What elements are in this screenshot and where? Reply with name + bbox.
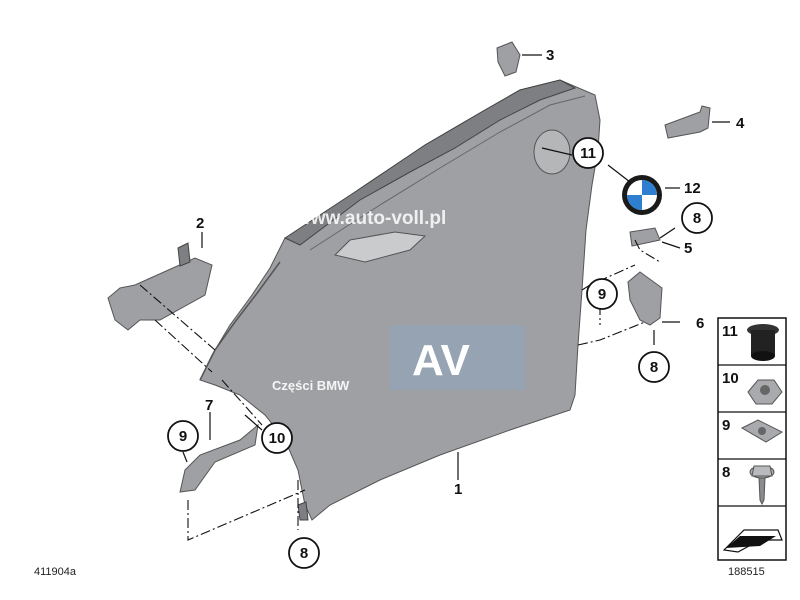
legend-label-10: 10 <box>722 370 739 387</box>
svg-text:11: 11 <box>580 145 596 162</box>
clip-part-5 <box>629 227 661 247</box>
diagram-code-left: 411904a <box>34 566 77 578</box>
label-1: 1 <box>454 481 462 498</box>
fastener-legend: 11 10 9 8 <box>717 317 787 561</box>
circled-label-8-right: 8 <box>638 351 670 383</box>
grommet-icon <box>747 324 779 361</box>
bracket-part-6 <box>627 271 663 326</box>
circled-label-8-top: 8 <box>681 202 713 234</box>
circled-label-8-bottom: 8 <box>288 537 320 569</box>
circled-label-9-left: 9 <box>167 420 199 452</box>
watermark-caption: Części BMW <box>272 378 350 393</box>
screw-icon <box>749 465 775 506</box>
svg-text:AV: AV <box>412 336 471 385</box>
circled-label-11: 11 <box>572 137 604 169</box>
label-7: 7 <box>205 397 213 414</box>
label-5: 5 <box>684 240 692 257</box>
label-3: 3 <box>546 47 554 64</box>
legend-label-9: 9 <box>722 417 730 434</box>
bracket-part-7 <box>179 423 259 493</box>
svg-text:8: 8 <box>693 210 701 227</box>
circled-label-10: 10 <box>261 422 293 454</box>
svg-text:10: 10 <box>269 430 286 447</box>
svg-text:9: 9 <box>598 286 606 303</box>
clip-part-3 <box>496 41 521 77</box>
fender-panel <box>199 79 601 521</box>
label-6: 6 <box>696 315 704 332</box>
wedge-symbol-icon <box>722 529 783 553</box>
svg-text:9: 9 <box>179 428 187 445</box>
legend-label-8: 8 <box>722 464 730 481</box>
bmw-emblem <box>622 175 662 215</box>
label-12: 12 <box>684 180 701 197</box>
label-2: 2 <box>196 215 204 232</box>
watermark-logo: AV <box>390 325 525 390</box>
svg-text:8: 8 <box>300 545 308 562</box>
legend-label-11: 11 <box>722 323 738 340</box>
diagram-code-right: 188515 <box>728 566 765 578</box>
circled-label-9-right: 9 <box>586 278 618 310</box>
leader-lines <box>182 54 730 480</box>
watermark-url: www.auto-voll.pl <box>295 208 446 229</box>
label-4: 4 <box>736 115 745 132</box>
clip-nut-icon <box>740 419 784 443</box>
lower-tab <box>297 501 309 521</box>
bracket-part-2 <box>107 242 213 331</box>
bracket-part-4 <box>664 105 711 139</box>
svg-text:8: 8 <box>650 359 658 376</box>
nut-icon <box>747 379 783 405</box>
